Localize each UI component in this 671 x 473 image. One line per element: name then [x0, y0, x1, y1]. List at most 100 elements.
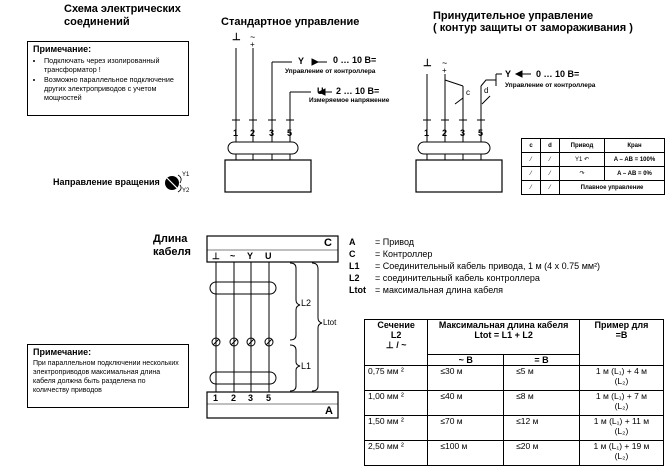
note-top-item-2: Возможно параллельное подключение других…	[44, 75, 183, 102]
std-y: Y	[298, 56, 305, 66]
std-plus: +	[250, 40, 255, 49]
std-ground: ⊥	[232, 32, 241, 43]
forced-tilde: ~	[442, 58, 448, 68]
std-u-caption: Измеряемое напряжение	[309, 97, 390, 104]
forced-table-drive-1-label: Y1	[574, 157, 583, 163]
legend-text: = Привод	[375, 237, 414, 247]
note-bottom: Примечание: При параллельном подключении…	[27, 344, 189, 408]
cable-top-terminal-y: Y	[247, 251, 254, 261]
note-top: Примечание: Подключать через изолированн…	[27, 41, 189, 116]
cable-table-dc: ≤12 м	[503, 415, 580, 441]
forced-y-caption: Управление от контроллера	[505, 82, 596, 89]
cable-table-h-max: Максимальная длина кабеля Ltot = L1 + L2	[427, 319, 580, 355]
cable-table-example: 1 м (L₁) + 7 м(L₂)	[578, 390, 665, 416]
cable-top-terminal-tilde: ~	[230, 251, 236, 261]
standard-title: Стандартное управление	[221, 16, 360, 28]
std-y-caption: Управление от контроллера	[285, 68, 376, 75]
legend-sym: Ltot	[349, 285, 366, 295]
legend-text: = максимальная длина кабеля	[375, 285, 504, 295]
cable-table-section: 1,00 мм ²	[363, 390, 429, 416]
cable-table-h-max-label: Максимальная длина кабеля	[438, 320, 569, 330]
cable-table-h-formula: Ltot = L1 + L2	[474, 330, 533, 340]
note-top-item-1: Подключать через изолированный трансформ…	[44, 56, 183, 74]
scheme-title: Схема электрических соединений	[64, 3, 181, 28]
forced-c: c	[466, 88, 470, 97]
cable-table-h-example: Пример для =В	[578, 319, 665, 366]
legend-text: = Соединительный кабель привода, 1 м (4 …	[375, 261, 601, 271]
cable-bottom-terminal-1: 1	[213, 393, 219, 403]
cable-table-example-line2: (L₂)	[614, 401, 629, 411]
note-top-heading: Примечание:	[33, 44, 92, 54]
cable-table-example-line: 1 м (L₁) + 4 м	[595, 366, 648, 376]
cable-table-h-section-label: Сечение	[377, 320, 415, 330]
legend-text: = соединительный кабель контроллера	[375, 273, 540, 283]
std-u-range: 2 … 10 В=	[336, 86, 380, 96]
cable-table-example-line2: (L₂)	[614, 451, 629, 461]
cable-l2: L2	[301, 298, 312, 308]
cable-box-a: A	[325, 405, 333, 417]
cable-table-dc: ≤8 м	[503, 390, 580, 416]
legend-item: L1 = Соединительный кабель привода, 1 м (…	[349, 260, 600, 272]
std-tilde: ~	[250, 32, 256, 42]
note-bottom-text: При параллельном подключении нескольких …	[33, 360, 179, 394]
forced-ground: ⊥	[423, 58, 432, 69]
cable-table-example-line: 1 м (L₁) + 11 м	[593, 416, 650, 426]
cable-table-ac: ≤30 м	[427, 365, 505, 391]
legend-sym: A	[349, 237, 356, 247]
cable-table-h-section-sub2: ⊥ / ~	[385, 340, 407, 350]
rotation-y2: Y2	[182, 188, 190, 194]
legend: A = Привод C = Контроллер L1 = Соединительн…	[349, 236, 600, 296]
legend-item: Ltot = максимальная длина кабеля	[349, 284, 600, 296]
cable-table-example-line: 1 м (L₁) + 7 м	[595, 391, 648, 401]
cable-table-h-section-sub: L2	[390, 330, 402, 340]
std-terminal-5: 5	[287, 128, 293, 138]
std-terminal-2: 2	[250, 128, 256, 138]
cable-bottom-terminal-5: 5	[266, 393, 272, 403]
forced-d: d	[484, 86, 489, 95]
rotation-y1: Y1	[182, 172, 190, 178]
legend-item: L2 = соединительный кабель контроллера	[349, 272, 600, 284]
cable-l1: L1	[301, 361, 312, 371]
forced-terminal-1: 1	[424, 128, 430, 138]
cable-table-example: 1 м (L₁) + 11 м(L₂)	[578, 415, 665, 441]
forced-y: Y	[505, 69, 512, 79]
forced-y-range: 0 … 10 В=	[536, 69, 580, 79]
forced-terminal-3: 3	[460, 128, 466, 138]
cable-table-h-section: Сечение L2 ⊥ / ~	[363, 319, 429, 366]
cable-table-h-dc: = В	[503, 354, 580, 366]
cable-table-ac: ≤40 м	[427, 390, 505, 416]
std-y-range: 0 … 10 В=	[333, 55, 377, 65]
forced-title-2: ( контур защиты от замораживания )	[433, 22, 633, 34]
cable-table-dc: ≤20 м	[503, 440, 580, 466]
forced-table-valve-3: Плавное управление	[559, 180, 665, 195]
cable-table-example-line2: (L₂)	[614, 376, 629, 386]
rotation-label: Направление вращения	[53, 177, 160, 187]
legend-item: C = Контроллер	[349, 248, 600, 260]
forced-table-valve-1: A – AB = 100%	[604, 152, 665, 167]
cable-table-h-example-sub: =В	[615, 330, 628, 340]
cable-table: Сечение L2 ⊥ / ~ Максимальная длина кабе…	[363, 319, 665, 466]
cable-top-terminal-ground: ⊥	[212, 251, 220, 261]
legend-sym: C	[349, 249, 356, 259]
std-terminal-3: 3	[269, 128, 275, 138]
switch-symbol: ⁄	[521, 180, 541, 195]
cable-length-title: Длина кабеля	[153, 233, 191, 258]
note-bottom-heading: Примечание:	[33, 347, 92, 357]
cable-table-example-line2: (L₂)	[614, 426, 629, 436]
cable-table-example: 1 м (L₁) + 4 м(L₂)	[578, 365, 665, 391]
legend-item: A = Привод	[349, 236, 600, 248]
cable-table-h-example-label: Пример для	[594, 320, 649, 330]
cable-bottom-terminal-2: 2	[231, 393, 237, 403]
cable-top-terminal-u: U	[265, 251, 272, 261]
cable-table-section: 0,75 мм ²	[363, 365, 429, 391]
cable-table-section: 1,50 мм ²	[363, 415, 429, 441]
legend-text: = Контроллер	[375, 249, 433, 259]
cable-table-ac: ≤70 м	[427, 415, 505, 441]
legend-sym: L2	[349, 273, 360, 283]
forced-terminal-5: 5	[478, 128, 484, 138]
legend-sym: L1	[349, 261, 360, 271]
